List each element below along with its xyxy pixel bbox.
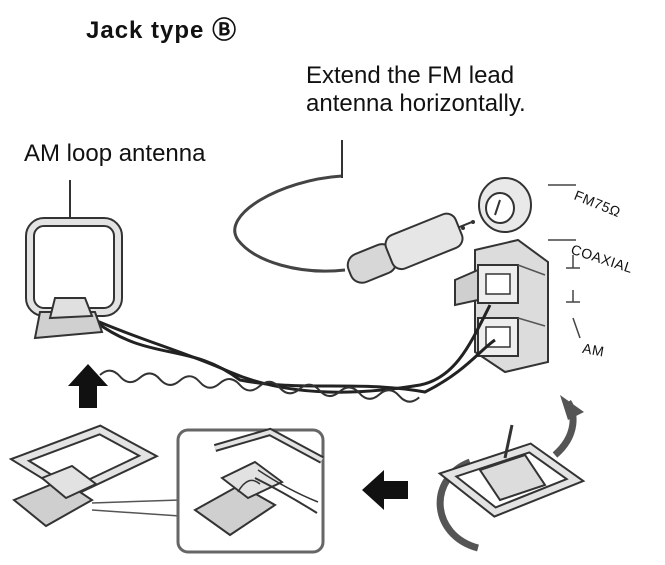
am-loop-antenna-label: AM loop antenna: [24, 140, 206, 167]
am-lead-wire-b: [95, 320, 496, 394]
am-lead-twist: [99, 369, 420, 403]
page-heading: Jack type Ⓑ: [86, 17, 238, 44]
left-arrow: [362, 470, 408, 510]
flat-loop-antenna: [8, 424, 160, 528]
up-arrow: [68, 364, 108, 408]
am-loop-antenna: [25, 180, 123, 340]
label-brackets: [548, 184, 581, 339]
detail-callout-line-a: [91, 499, 181, 504]
detail-inset: [176, 427, 325, 554]
fm-lead-wire: [233, 174, 346, 273]
fm-antenna-instruction: Extend the FM lead antenna horizontally.: [306, 62, 526, 118]
detail-callout-line-b: [91, 509, 181, 517]
fm-instruction-line-2: antenna horizontally.: [306, 90, 526, 117]
rotating-loop-antenna: [436, 395, 586, 552]
am-lead-wire-a: [89, 304, 492, 394]
terminal-block: [454, 238, 549, 374]
fm-plug: [346, 212, 474, 284]
fm-instruction-line-1: Extend the FM lead: [306, 62, 515, 89]
fm-socket: [461, 177, 532, 233]
